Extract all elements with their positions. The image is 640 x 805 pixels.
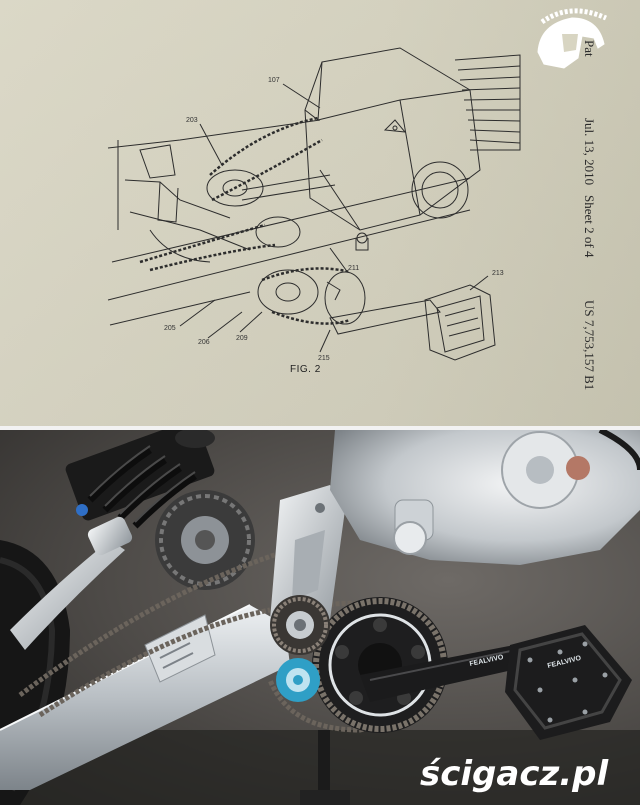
part-label: 215 — [318, 355, 330, 362]
engine — [330, 430, 640, 565]
jackshaft — [270, 595, 330, 702]
line-art — [107, 47, 521, 361]
part-label: 107 — [268, 77, 280, 84]
patent-drawing-panel: 107 203 211 213 205 206 209 215 FIG. 2 P… — [0, 0, 640, 426]
drivetrain-photo-panel: FEALVIVO FEALVIVO ścigacz.pl — [0, 430, 640, 805]
part-label: 209 — [236, 335, 248, 342]
crank-arm: FEALVIVO — [360, 640, 548, 702]
part-label: 203 — [186, 117, 198, 124]
part-label: 205 — [164, 325, 176, 332]
watermark-text: ścigacz.pl — [420, 754, 610, 794]
stand-base — [300, 790, 350, 805]
sheet-number: Sheet 2 of 4 — [582, 195, 597, 258]
part-label: 211 — [348, 265, 359, 272]
panel-divider — [0, 426, 640, 430]
part-label: 206 — [198, 339, 210, 346]
part-label: 213 — [492, 270, 504, 277]
rear-sprocket — [155, 490, 255, 590]
pedal: FEALVIVO — [505, 625, 632, 740]
rear-shock — [65, 430, 215, 529]
patent-date: Jul. 13, 2010 — [582, 118, 597, 185]
stand — [318, 730, 330, 805]
patent-drawing: 107 203 211 213 205 206 209 215 FIG. 2 P… — [0, 0, 640, 426]
spartan-helmet-icon — [537, 8, 608, 69]
drivetrain-photo: FEALVIVO FEALVIVO ścigacz.pl — [0, 430, 640, 805]
patent-number: US 7,753,157 B1 — [582, 300, 597, 390]
figure-caption: FIG. 2 — [290, 364, 321, 375]
publisher-mark: Pat — [582, 40, 597, 57]
patent-sidebar: Pat Jul. 13, 2010 Sheet 2 of 4 US 7,753,… — [582, 40, 597, 390]
